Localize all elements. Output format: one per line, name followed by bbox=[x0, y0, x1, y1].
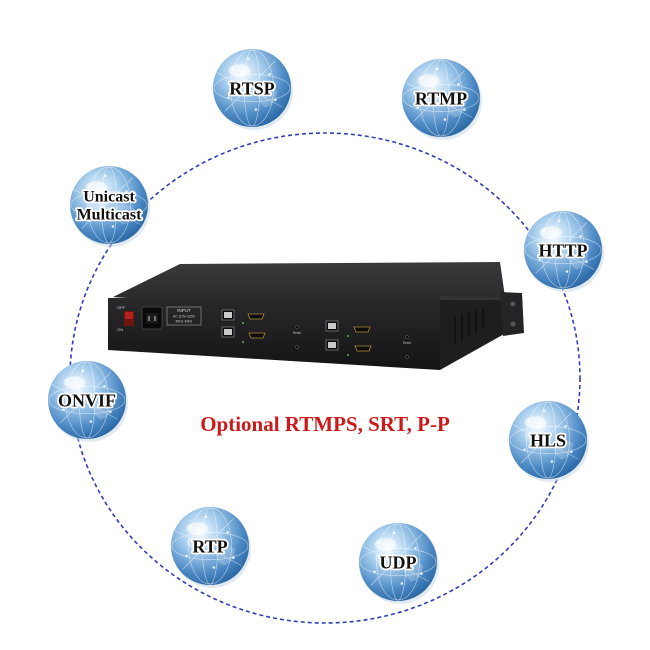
protocol-label-halo: Multicast bbox=[77, 207, 143, 224]
power-on-label: ON bbox=[117, 327, 123, 332]
protocol-label: RTP bbox=[192, 536, 227, 556]
input-label: INPUT bbox=[177, 308, 191, 313]
protocol-label-halo: Unicast bbox=[83, 189, 135, 206]
protocol-label: HLS bbox=[530, 430, 566, 450]
protocol-label: HTTP bbox=[538, 240, 587, 260]
reset-label-1: Reset bbox=[293, 331, 301, 335]
protocol-label: UDP bbox=[380, 552, 417, 572]
protocol-label-halo: RTSP bbox=[229, 78, 274, 98]
protocol-label-halo: HLS bbox=[530, 430, 566, 450]
protocol-label: Multicast bbox=[77, 207, 143, 224]
reset-label-2: Reset bbox=[403, 341, 411, 345]
power-off-label: OFF bbox=[117, 305, 126, 310]
protocol-label: ONVIF bbox=[58, 390, 116, 410]
protocol-label: RTMP bbox=[415, 88, 467, 108]
encoder-module-1 bbox=[221, 309, 266, 343]
protocol-label-halo: HTTP bbox=[538, 240, 587, 260]
protocol-label-halo: RTP bbox=[192, 536, 227, 556]
protocol-label: Unicast bbox=[83, 189, 135, 206]
protocol-label: RTSP bbox=[229, 78, 274, 98]
encoder-device: OFF ON INPUT AC 110V~220V 50Hz~60Hz Rese… bbox=[108, 262, 524, 370]
input-spec: AC 110V~220V bbox=[173, 315, 196, 319]
protocol-label-halo: UDP bbox=[380, 552, 417, 572]
power-switch bbox=[125, 312, 133, 319]
encoder-module-2 bbox=[325, 320, 372, 356]
protocol-label-halo: ONVIF bbox=[58, 390, 116, 410]
input-freq: 50Hz~60Hz bbox=[176, 320, 193, 324]
optional-protocols-caption: Optional RTMPS, SRT, P-P bbox=[200, 412, 450, 436]
protocol-label-halo: RTMP bbox=[415, 88, 467, 108]
